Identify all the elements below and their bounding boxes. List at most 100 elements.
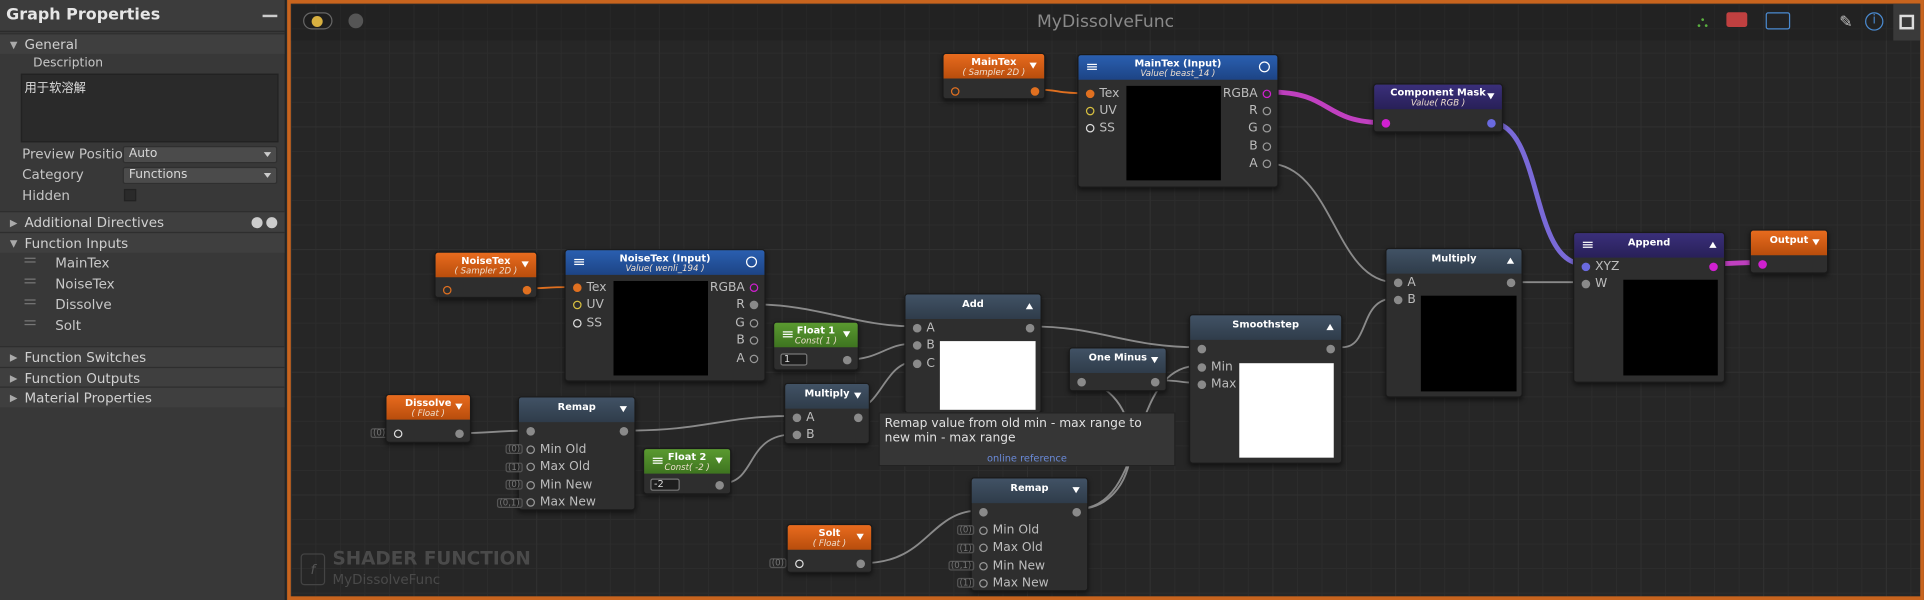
port-out[interactable] (1487, 119, 1496, 128)
node-one-minus[interactable]: One Minus (1068, 347, 1167, 392)
port-out[interactable] (1506, 278, 1516, 288)
default-value-field[interactable]: (0) (957, 525, 975, 535)
port-in[interactable] (912, 323, 922, 333)
default-value-field[interactable]: (0) (505, 444, 523, 454)
port-out[interactable] (1262, 89, 1272, 99)
port-out[interactable] (1262, 142, 1272, 151)
dropdown-arrow-icon[interactable] (455, 403, 463, 410)
port-in[interactable] (1085, 89, 1095, 99)
function-input-item[interactable]: Dissolve (24, 294, 112, 315)
port-out[interactable] (1262, 123, 1272, 133)
port-in[interactable] (912, 341, 922, 350)
menu-icon[interactable] (1582, 241, 1593, 243)
port-out[interactable] (455, 429, 464, 439)
node-noisetex-input[interactable]: NoiseTex (Input)Value( wenli_194 ) Tex U… (564, 249, 766, 382)
section-general[interactable]: ▼General (0, 33, 285, 54)
dropdown-arrow-icon[interactable] (521, 261, 529, 268)
dropdown-arrow-icon[interactable] (856, 533, 864, 540)
node-multiply-2[interactable]: Multiply A B (1385, 247, 1523, 398)
info-icon[interactable]: i (1865, 12, 1884, 31)
port-in[interactable] (912, 359, 922, 369)
collapse-arrow-icon[interactable] (1025, 303, 1034, 310)
port-out[interactable] (1262, 159, 1272, 169)
collapse-arrow-icon[interactable] (1506, 257, 1515, 264)
port-in[interactable] (979, 507, 988, 517)
drag-handle-icon[interactable] (24, 261, 36, 263)
port-in[interactable] (526, 498, 535, 507)
default-value-field[interactable]: (1) (957, 543, 975, 554)
dropdown-arrow-icon[interactable] (1487, 93, 1495, 100)
default-value-field[interactable]: (0) (505, 479, 523, 490)
menu-icon[interactable] (652, 457, 663, 459)
port-in[interactable] (1085, 123, 1095, 133)
float-value-input[interactable]: 1 (780, 353, 808, 366)
default-value-field[interactable]: (0,1) (496, 498, 523, 508)
port-out[interactable] (619, 426, 629, 436)
dropdown-arrow-icon[interactable] (619, 406, 627, 413)
section-function-inputs[interactable]: ▼Function Inputs (0, 231, 285, 253)
section-function-switches[interactable]: ▶Function Switches (0, 346, 285, 367)
node-output[interactable]: Output (1749, 229, 1829, 274)
port-out[interactable] (749, 336, 759, 345)
section-material-properties[interactable]: ▶Material Properties (0, 386, 285, 408)
drag-handle-icon[interactable] (24, 303, 36, 305)
port-in[interactable] (573, 319, 582, 328)
live-mode-icon[interactable] (303, 12, 333, 30)
port-out[interactable] (749, 354, 759, 364)
node-remap-2[interactable]: Remap Min Old Max Old Min New Max New (970, 477, 1089, 592)
port-in[interactable] (1085, 106, 1095, 116)
port-in[interactable] (526, 445, 535, 454)
port-out[interactable] (856, 559, 866, 569)
function-input-item[interactable]: NoiseTex (24, 274, 115, 295)
dropdown-arrow-icon[interactable] (1150, 357, 1159, 364)
port-in[interactable] (1393, 295, 1403, 305)
menu-icon[interactable] (782, 331, 793, 333)
node-dissolve[interactable]: Dissolve( Float ) (385, 393, 472, 443)
minimize-icon[interactable] (262, 14, 278, 18)
dropdown-arrow-icon[interactable] (1812, 239, 1820, 246)
section-additional-directives[interactable]: ▶Additional Directives (0, 211, 285, 232)
port-out[interactable] (842, 355, 852, 365)
category-select[interactable]: Functions (122, 166, 278, 185)
port-out[interactable] (522, 285, 532, 295)
drag-handle-icon[interactable] (24, 323, 36, 326)
collapse-arrow-icon[interactable] (1709, 241, 1717, 248)
share-icon[interactable]: ⛬ (1696, 13, 1709, 32)
node-graph-canvas[interactable]: MyDissolveFunc ⛬ ✎ i Mai (287, 0, 1924, 600)
port-in[interactable] (979, 579, 988, 588)
port-out[interactable] (853, 413, 863, 423)
port-in[interactable] (1381, 119, 1391, 128)
port-out[interactable] (749, 300, 759, 310)
port-in[interactable] (573, 300, 582, 310)
node-noisetex-sampler[interactable]: NoiseTex( Sampler 2D ) (434, 251, 538, 299)
node-multiply-1[interactable]: Multiply A B (784, 382, 870, 445)
function-input-item[interactable]: Solt (24, 315, 81, 336)
node-append[interactable]: Append XYZ W (1573, 231, 1726, 383)
port-in[interactable] (1197, 380, 1207, 389)
node-maintex-sampler[interactable]: MainTex( Sampler 2D ) (942, 52, 1046, 100)
dropdown-arrow-icon[interactable] (853, 392, 862, 399)
drag-handle-icon[interactable] (24, 282, 36, 284)
port-out[interactable] (1150, 377, 1160, 387)
menu-icon[interactable] (574, 258, 585, 261)
float-value-input[interactable]: -2 (650, 478, 680, 491)
node-maintex-input[interactable]: MainTex (Input)Value( beast_14 ) Tex UV … (1077, 53, 1279, 188)
port-out[interactable] (715, 480, 724, 490)
clean-icon[interactable]: ✎ (1839, 13, 1853, 32)
default-value-field[interactable]: (0,1) (948, 560, 974, 571)
node-solt[interactable]: Solt( Float ) (786, 523, 873, 574)
preview-position-select[interactable]: Auto (122, 146, 278, 164)
port-in[interactable] (1393, 278, 1403, 288)
node-remap-1[interactable]: Remap Min Old Max Old Min New Max New (517, 396, 636, 511)
port-in[interactable] (950, 87, 960, 96)
dropdown-arrow-icon[interactable] (1072, 487, 1080, 494)
port-out[interactable] (1326, 344, 1335, 354)
port-in[interactable] (573, 283, 582, 293)
add-icon[interactable] (251, 217, 263, 229)
port-in[interactable] (795, 559, 804, 569)
port-out[interactable] (1262, 106, 1272, 116)
port-in[interactable] (1581, 279, 1591, 289)
default-value-field[interactable]: (1) (957, 577, 975, 588)
